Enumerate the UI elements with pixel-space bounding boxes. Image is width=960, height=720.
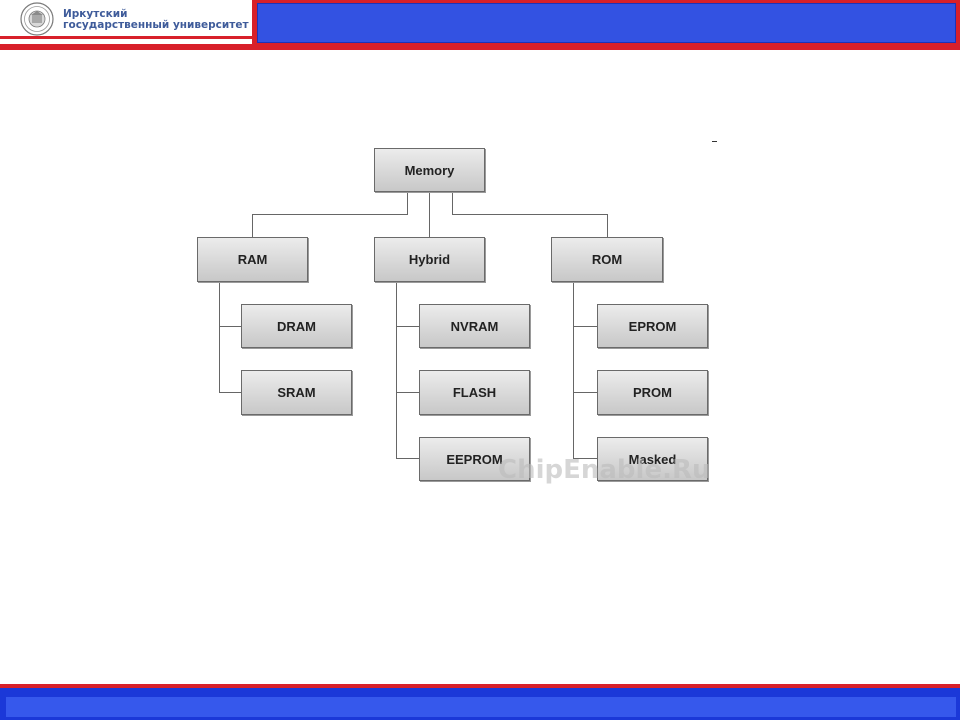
connector — [452, 214, 607, 215]
node-nvram: NVRAM — [419, 304, 530, 348]
node-dram: DRAM — [241, 304, 352, 348]
node-hybrid: Hybrid — [374, 237, 485, 282]
connector — [607, 214, 608, 237]
university-seal-icon — [20, 2, 54, 36]
node-memory: Memory — [374, 148, 485, 192]
slide-header: Иркутский государственный университет — [0, 0, 960, 52]
connector — [396, 282, 397, 459]
connector — [219, 326, 241, 327]
university-name: Иркутский государственный университет — [63, 9, 249, 31]
university-name-line1: Иркутский — [63, 8, 128, 20]
connector — [219, 282, 220, 393]
watermark-text: ChipEnable.Ru — [498, 455, 711, 485]
stray-mark — [712, 141, 717, 142]
connector — [429, 192, 430, 237]
connector — [573, 458, 597, 459]
node-sram: SRAM — [241, 370, 352, 415]
connector — [396, 392, 419, 393]
node-flash: FLASH — [419, 370, 530, 415]
connector — [396, 458, 419, 459]
node-ram: RAM — [197, 237, 308, 282]
node-prom: PROM — [597, 370, 708, 415]
connector — [573, 326, 597, 327]
connector — [252, 214, 253, 237]
footer-blue-bar — [6, 697, 956, 717]
connector — [219, 392, 241, 393]
node-rom: ROM — [551, 237, 663, 282]
connector — [396, 326, 419, 327]
node-eeprom: EEPROM — [419, 437, 530, 481]
node-masked: Masked — [597, 437, 708, 481]
connector — [452, 192, 453, 214]
connector — [573, 392, 597, 393]
connector — [573, 282, 574, 459]
node-eprom: EPROM — [597, 304, 708, 348]
logo-underline — [0, 36, 252, 39]
header-red-strip — [0, 44, 960, 50]
connector — [252, 214, 408, 215]
connector — [407, 192, 408, 214]
header-blue-bar — [257, 3, 956, 43]
university-name-line2: государственный университет — [63, 19, 249, 31]
